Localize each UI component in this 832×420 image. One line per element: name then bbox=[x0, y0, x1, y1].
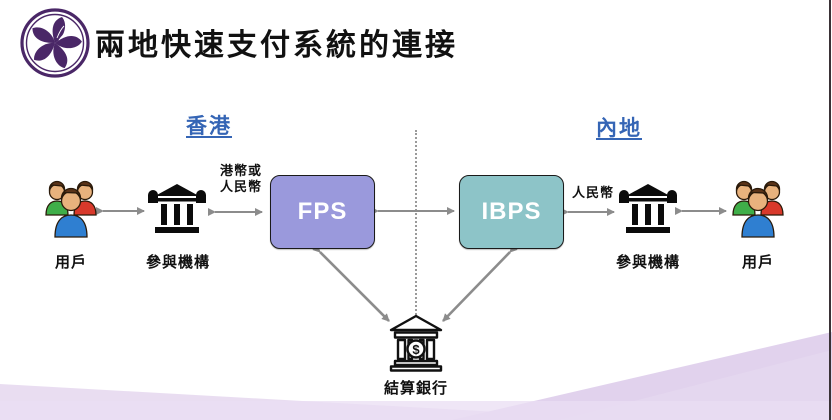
fps-box: FPS bbox=[270, 175, 375, 249]
arrow-ibps-settlement bbox=[442, 244, 518, 322]
border-dotted-line bbox=[415, 130, 417, 318]
arrow-fps-settlement bbox=[312, 244, 390, 322]
currency-label-left: 港幣或 人民幣 bbox=[219, 163, 262, 195]
footer-wedge-right-inner bbox=[560, 350, 832, 420]
dollar-sign-glyph: $ bbox=[412, 342, 420, 357]
users-group-right-icon bbox=[732, 180, 784, 238]
currency-label-right: 人民幣 bbox=[571, 185, 614, 200]
bank-building-left-icon bbox=[148, 184, 206, 233]
region-label-mainland: 內地 bbox=[596, 116, 642, 140]
ibps-label: IBPS bbox=[481, 198, 542, 225]
participant-right-label: 參與機構 bbox=[615, 255, 680, 271]
users-left-label: 用戶 bbox=[54, 255, 87, 271]
footer-strip bbox=[0, 401, 832, 420]
users-group-left-icon bbox=[45, 180, 97, 238]
footer-wedge-right bbox=[452, 332, 832, 420]
users-right-label: 用戶 bbox=[741, 255, 774, 271]
settlement-bank-label: 結算銀行 bbox=[383, 381, 448, 397]
slide-right-edge bbox=[829, 0, 831, 420]
region-label-hong-kong: 香港 bbox=[186, 114, 232, 138]
page-title: 兩地快速支付系統的連接 bbox=[95, 29, 458, 62]
hkma-bauhinia-logo-icon bbox=[20, 8, 90, 78]
bank-building-right-icon bbox=[619, 184, 677, 233]
participant-left-label: 參與機構 bbox=[145, 255, 210, 271]
fps-label: FPS bbox=[297, 198, 348, 225]
settlement-bank-dollar-icon: $ bbox=[389, 314, 443, 372]
footer-wedge-left bbox=[0, 384, 640, 420]
ibps-box: IBPS bbox=[459, 175, 564, 249]
